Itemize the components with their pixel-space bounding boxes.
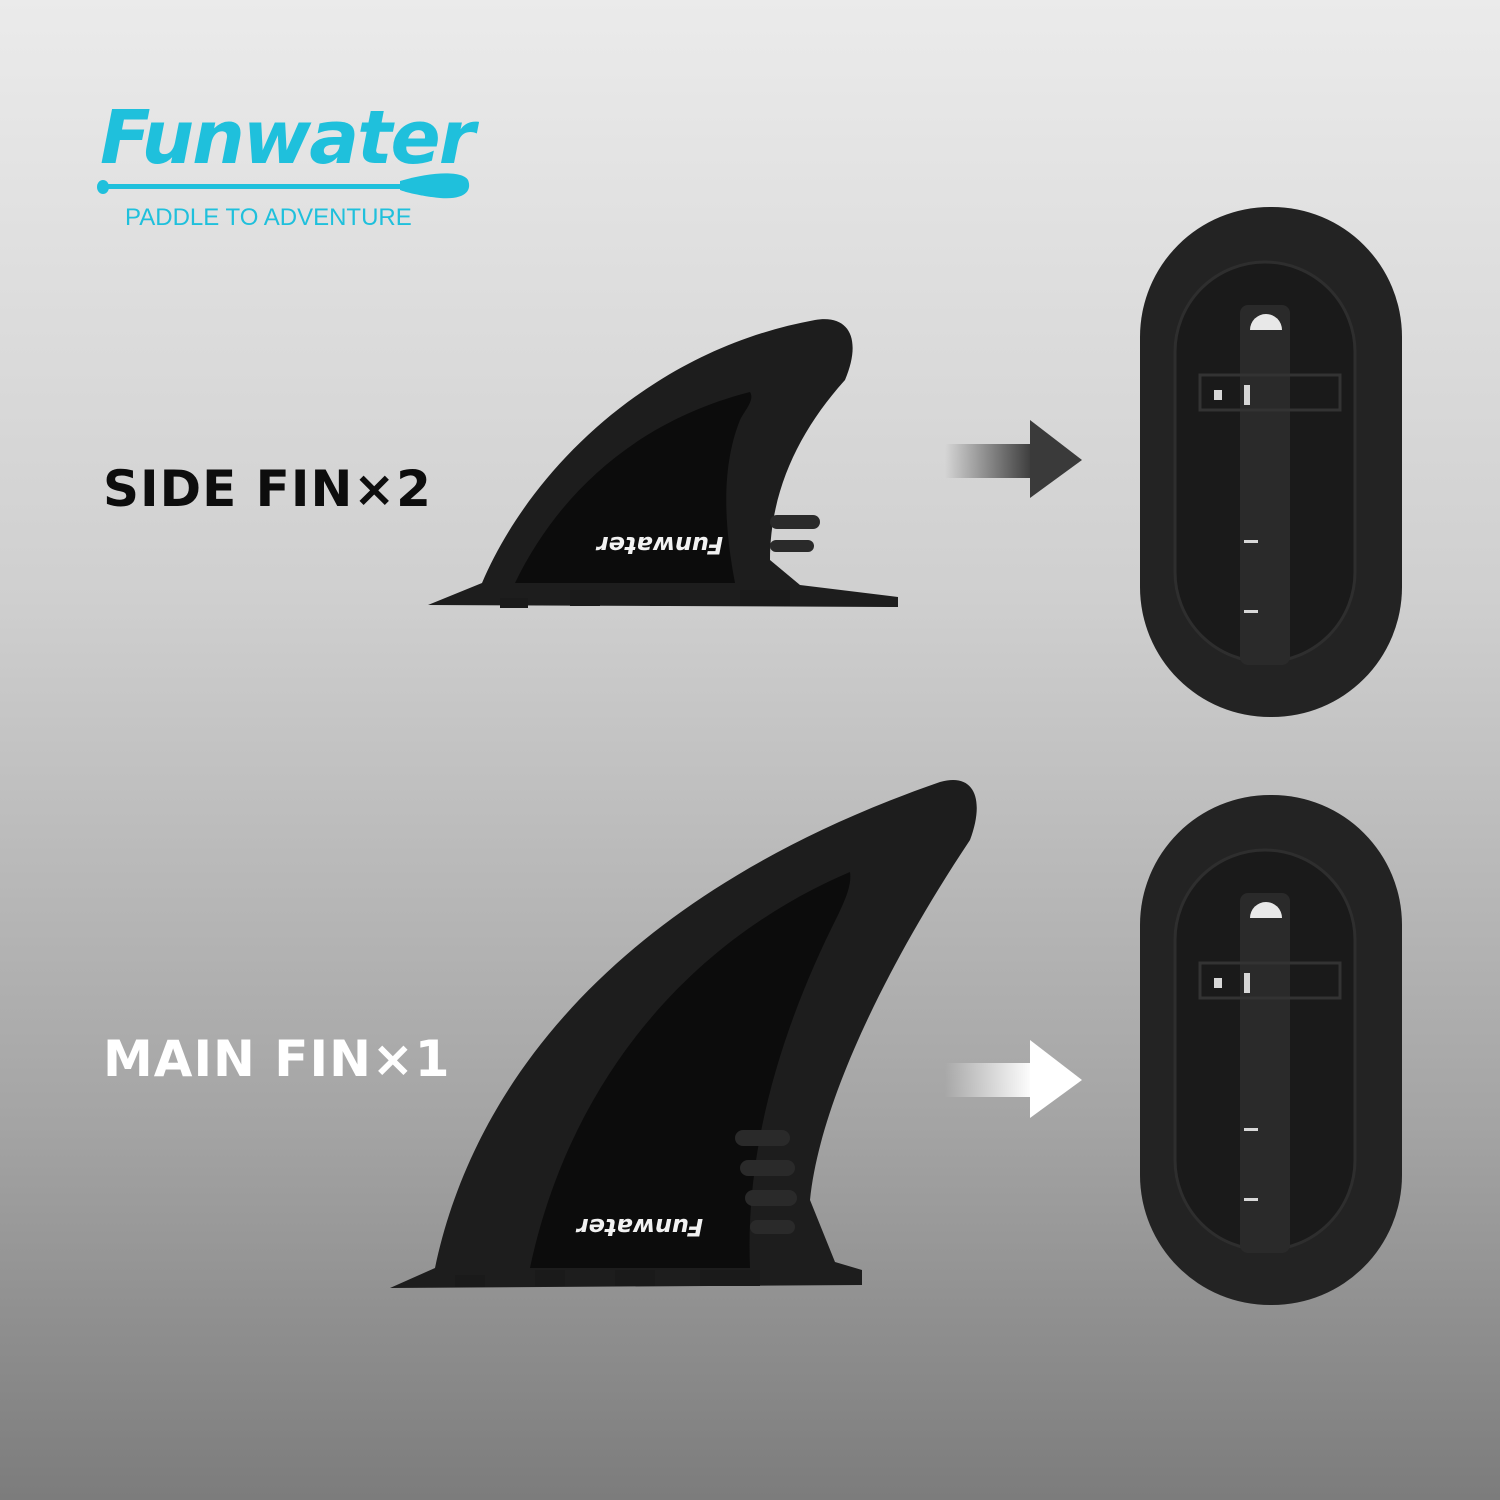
brand-tagline: PADDLE TO ADVENTURE <box>125 204 412 231</box>
main-fin-label: MAIN FIN×1 <box>103 1030 451 1088</box>
main-fin-image <box>390 779 977 1288</box>
fin-box-image <box>1140 795 1402 1305</box>
arrow-right-icon <box>945 420 1082 498</box>
brand-logo: Funwater <box>100 95 475 181</box>
fin-box-image <box>1140 207 1402 717</box>
paddle-logo-icon <box>97 173 470 199</box>
side-fin-logo: Funwater <box>595 531 723 559</box>
arrow-right-icon <box>945 1040 1082 1118</box>
main-fin-logo: Funwater <box>575 1213 703 1241</box>
side-fin-image <box>428 319 898 608</box>
side-fin-label: SIDE FIN×2 <box>103 460 432 518</box>
